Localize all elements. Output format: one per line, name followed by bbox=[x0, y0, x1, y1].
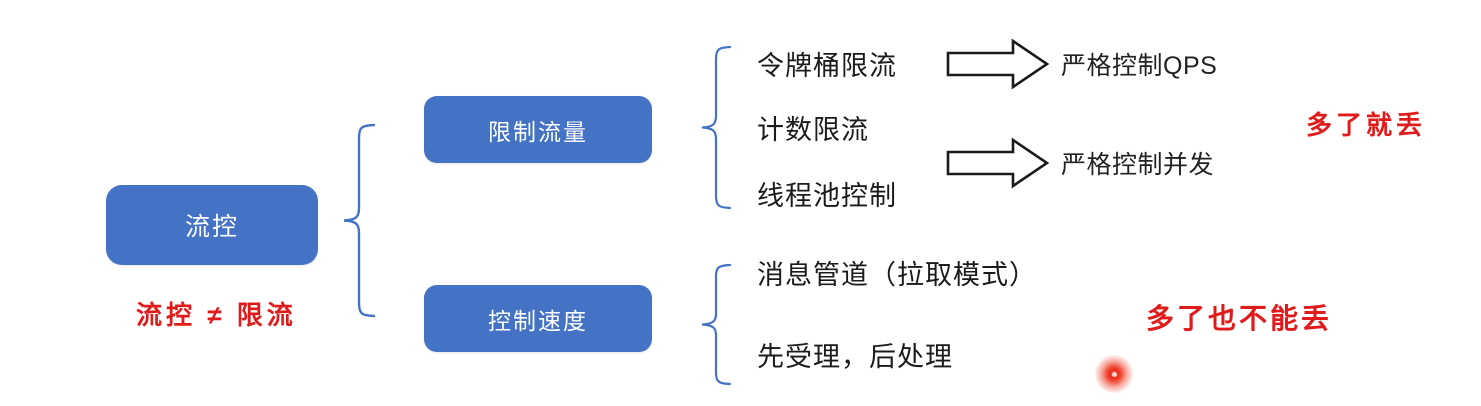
node-branch-control-speed-label: 控制速度 bbox=[488, 307, 588, 334]
arrow-right-icon-concurrency bbox=[946, 137, 1050, 189]
leaf-token-bucket: 令牌桶限流 bbox=[757, 51, 897, 81]
leaf-message-pipeline-pull-mode: 消息管道（拉取模式） bbox=[757, 260, 1037, 290]
brace-root-to-branches bbox=[342, 122, 376, 318]
note-cannot-drop-when-excess: 多了也不能丢 bbox=[1146, 303, 1333, 334]
node-root-flow-control[interactable]: 流控 bbox=[106, 185, 318, 265]
node-root-label: 流控 bbox=[184, 213, 239, 241]
leaf-thread-pool-control: 线程池控制 bbox=[757, 181, 897, 211]
leaf-accept-first-process-later: 先受理，后处理 bbox=[757, 342, 953, 372]
root-note-flow-vs-limit: 流控 ≠ 限流 bbox=[136, 300, 297, 330]
brace-limit-traffic-to-leaves bbox=[700, 44, 732, 212]
arrow-right-icon-qps bbox=[946, 38, 1050, 90]
leaf-counter-limit: 计数限流 bbox=[757, 115, 869, 145]
note-drop-when-excess: 多了就丢 bbox=[1306, 110, 1427, 140]
outcome-strict-qps-control: 严格控制QPS bbox=[1061, 52, 1218, 80]
node-branch-control-speed[interactable]: 控制速度 bbox=[424, 285, 652, 352]
node-branch-limit-traffic-label: 限制流量 bbox=[488, 118, 588, 145]
laser-pointer-dot-icon bbox=[1095, 355, 1133, 393]
node-branch-limit-traffic[interactable]: 限制流量 bbox=[424, 96, 652, 163]
outcome-strict-concurrency-control: 严格控制并发 bbox=[1061, 151, 1215, 179]
brace-control-speed-to-leaves bbox=[700, 262, 732, 388]
